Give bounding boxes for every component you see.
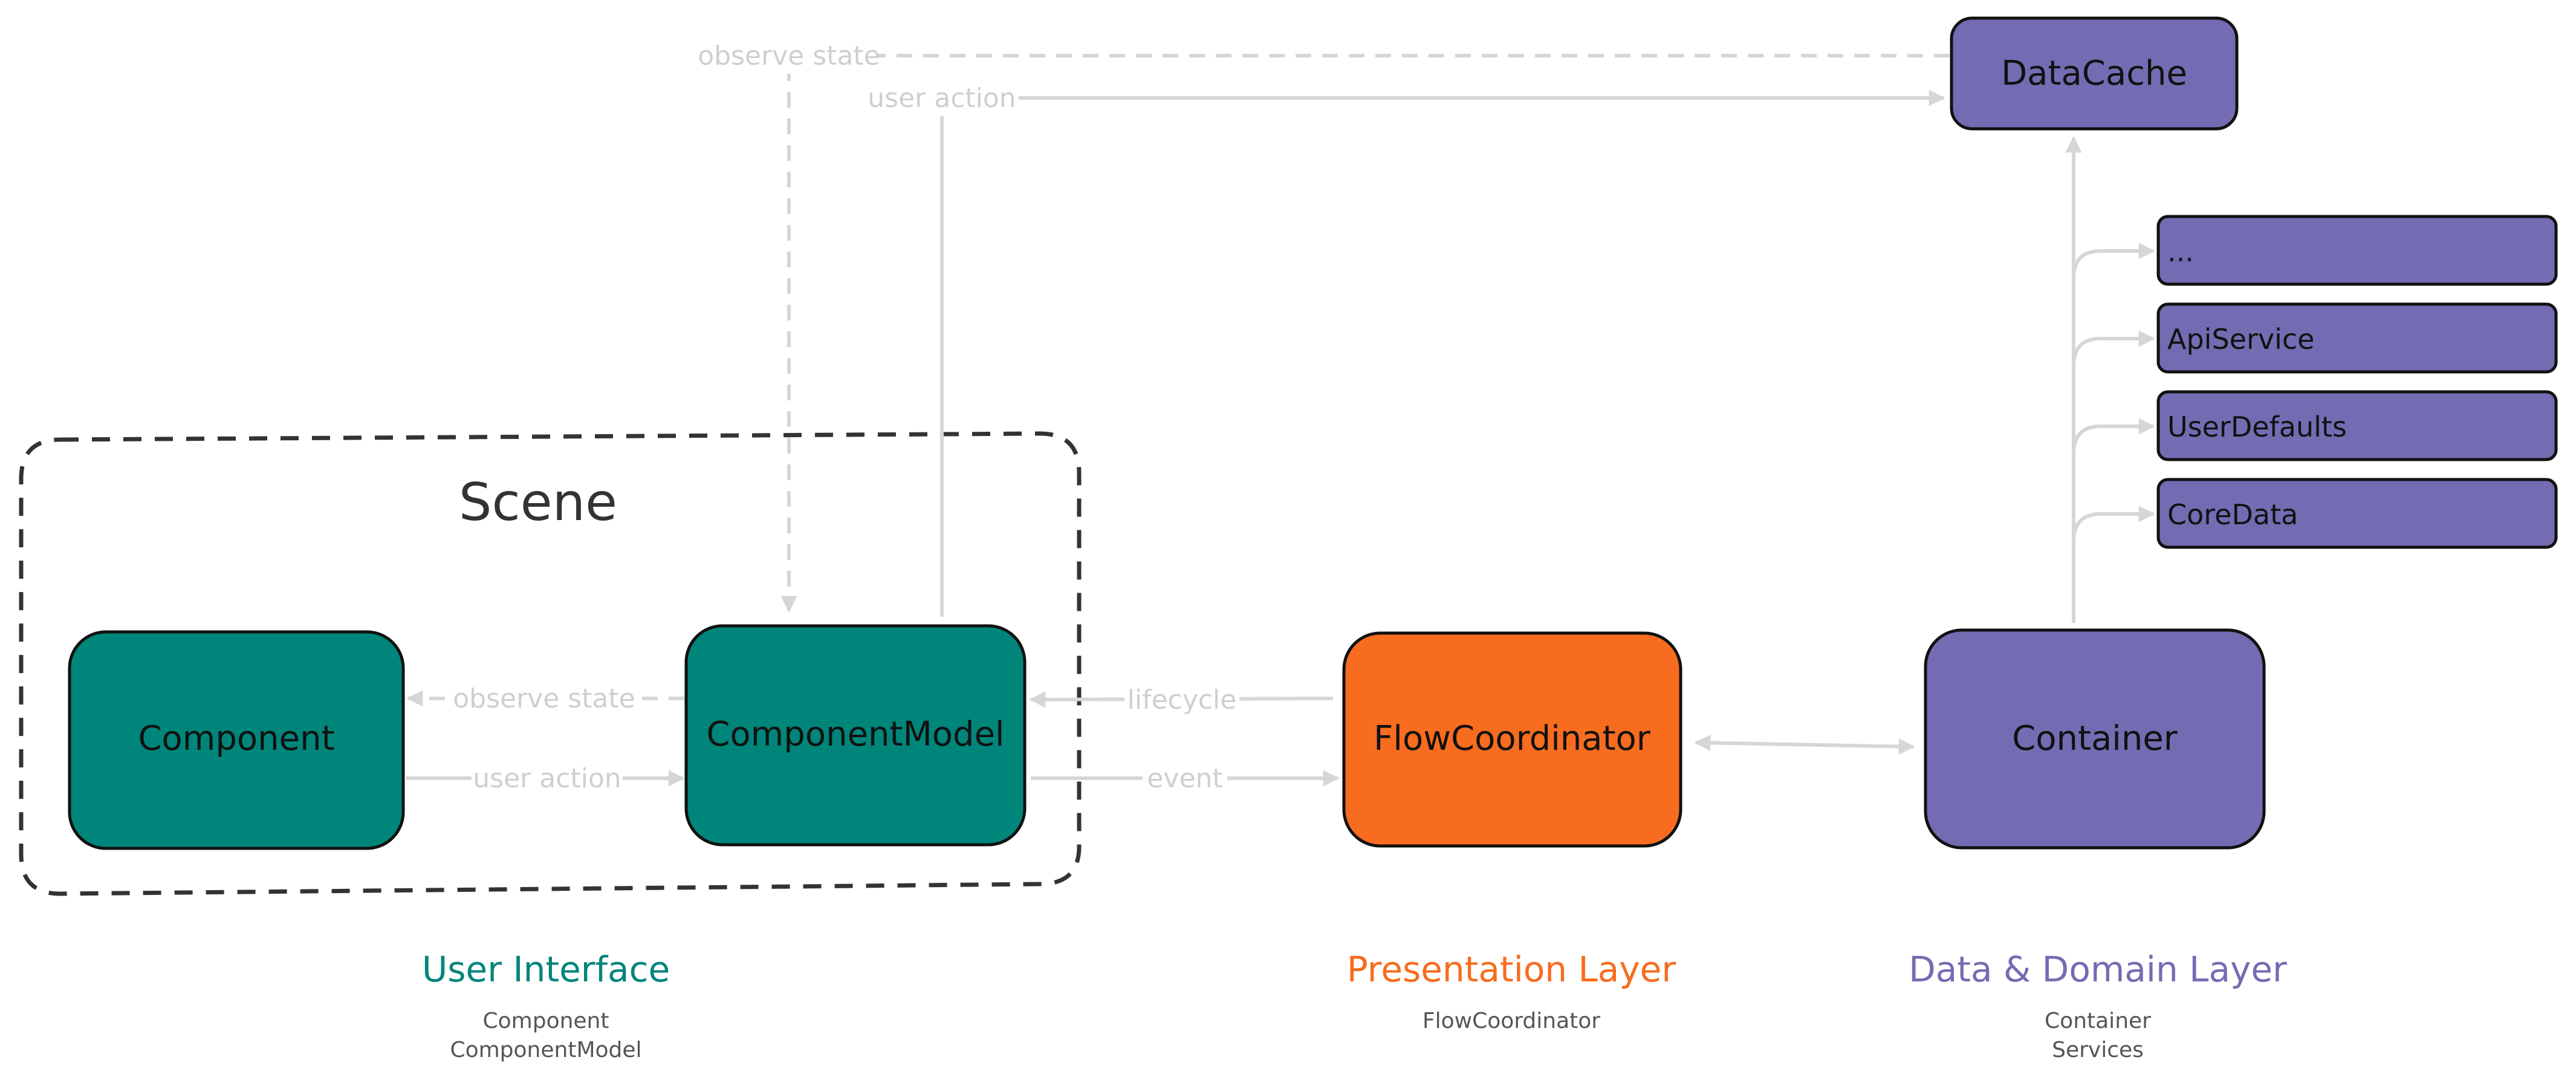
container-label: Container <box>2012 719 2178 758</box>
edge-labels: observe state user action observe state … <box>453 37 1239 796</box>
user-action-top-connector <box>940 89 1945 617</box>
layer-title-presentation: Presentation Layer <box>1347 949 1676 990</box>
data-cache-label: DataCache <box>2001 54 2187 93</box>
layer-title-ui: User Interface <box>422 949 670 990</box>
connectors <box>406 54 2155 787</box>
service-node: ... <box>2156 215 2558 286</box>
flow-coordinator-node: FlowCoordinator <box>1342 631 1682 848</box>
service-branch-connector <box>2072 242 2155 279</box>
container-node: Container <box>1924 628 2266 850</box>
component-model-label: ComponentModel <box>706 715 1004 754</box>
scene-boundary <box>19 431 1082 896</box>
layer-title-data: Data & Domain Layer <box>1909 949 2287 990</box>
layer-line-data: Container <box>2045 1009 2151 1033</box>
service-branch-connector <box>2072 506 2155 542</box>
edge-label-event: event <box>1147 763 1222 794</box>
service-node: CoreData <box>2156 478 2558 549</box>
layer-caption-data: Data & Domain Layer Container Services <box>1909 949 2287 1062</box>
service-node: ApiService <box>2156 302 2558 374</box>
layer-caption-ui: User Interface Component ComponentModel <box>422 949 670 1062</box>
component-label: Component <box>138 719 334 758</box>
layer-caption-presentation: Presentation Layer FlowCoordinator <box>1347 949 1676 1033</box>
service-label: ... <box>2167 235 2194 268</box>
edge-label-observe-state-inner: observe state <box>453 683 635 714</box>
layer-line-data: Services <box>2052 1038 2144 1062</box>
coordinator-container-connector <box>1694 734 1915 755</box>
service-label: ApiService <box>2167 323 2314 356</box>
observe-state-top-connector <box>780 54 1950 613</box>
edge-label-lifecycle: lifecycle <box>1127 685 1237 715</box>
layer-line-presentation: FlowCoordinator <box>1423 1009 1600 1033</box>
data-cache-node: DataCache <box>1950 16 2239 131</box>
service-label: UserDefaults <box>2167 411 2347 443</box>
layer-line-ui: ComponentModel <box>450 1038 641 1062</box>
layer-line-ui: Component <box>482 1009 609 1033</box>
service-node: UserDefaults <box>2156 390 2558 461</box>
service-branch-connector <box>2072 330 2155 366</box>
edge-label-user-action-top: user action <box>868 83 1016 114</box>
component-node: Component <box>68 630 405 850</box>
service-branch-connector <box>2072 418 2155 454</box>
edge-label-user-action-inner: user action <box>473 763 621 794</box>
edge-label-observe-state-top: observe state <box>698 41 880 71</box>
scene-title: Scene <box>459 472 617 533</box>
service-label: CoreData <box>2167 498 2298 531</box>
component-model-node: ComponentModel <box>684 624 1027 847</box>
flow-coordinator-label: FlowCoordinator <box>1374 719 1651 758</box>
